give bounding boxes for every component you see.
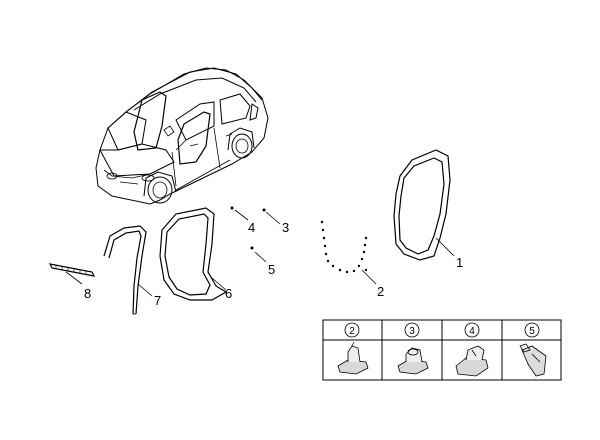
part-6-rear-door-weatherstrip: 6 <box>159 207 232 301</box>
part-8-belt-molding: 8 <box>48 263 96 301</box>
clip-legend-table: 2 3 4 5 <box>322 319 562 381</box>
callout-3: 3 <box>282 220 289 235</box>
clip-2-drawing <box>337 341 369 375</box>
callout-2: 2 <box>377 284 384 299</box>
clip-4-drawing <box>455 345 489 377</box>
part-1-door-opening-weatherstrip: 1 <box>393 149 463 270</box>
part-4-clip: 4 <box>230 206 255 235</box>
part-2-clip-strip: 2 <box>320 220 384 299</box>
callout-7: 7 <box>154 293 161 308</box>
clip-3-drawing <box>397 347 429 375</box>
callout-5: 5 <box>268 262 275 277</box>
legend-header-5: 5 <box>529 326 535 337</box>
part-3-clip: 3 <box>262 208 289 235</box>
car-illustration <box>95 67 269 205</box>
part-7-glass-run-channel: 7 <box>103 225 161 315</box>
legend-header-2: 2 <box>349 326 355 337</box>
legend-header-3: 3 <box>409 326 415 337</box>
clip-5-drawing <box>519 343 547 377</box>
callout-1: 1 <box>456 255 463 270</box>
callout-4: 4 <box>248 220 255 235</box>
callout-8: 8 <box>84 286 91 301</box>
callout-6: 6 <box>225 286 232 301</box>
part-5-clip: 5 <box>250 246 275 277</box>
legend-header-4: 4 <box>469 326 475 337</box>
